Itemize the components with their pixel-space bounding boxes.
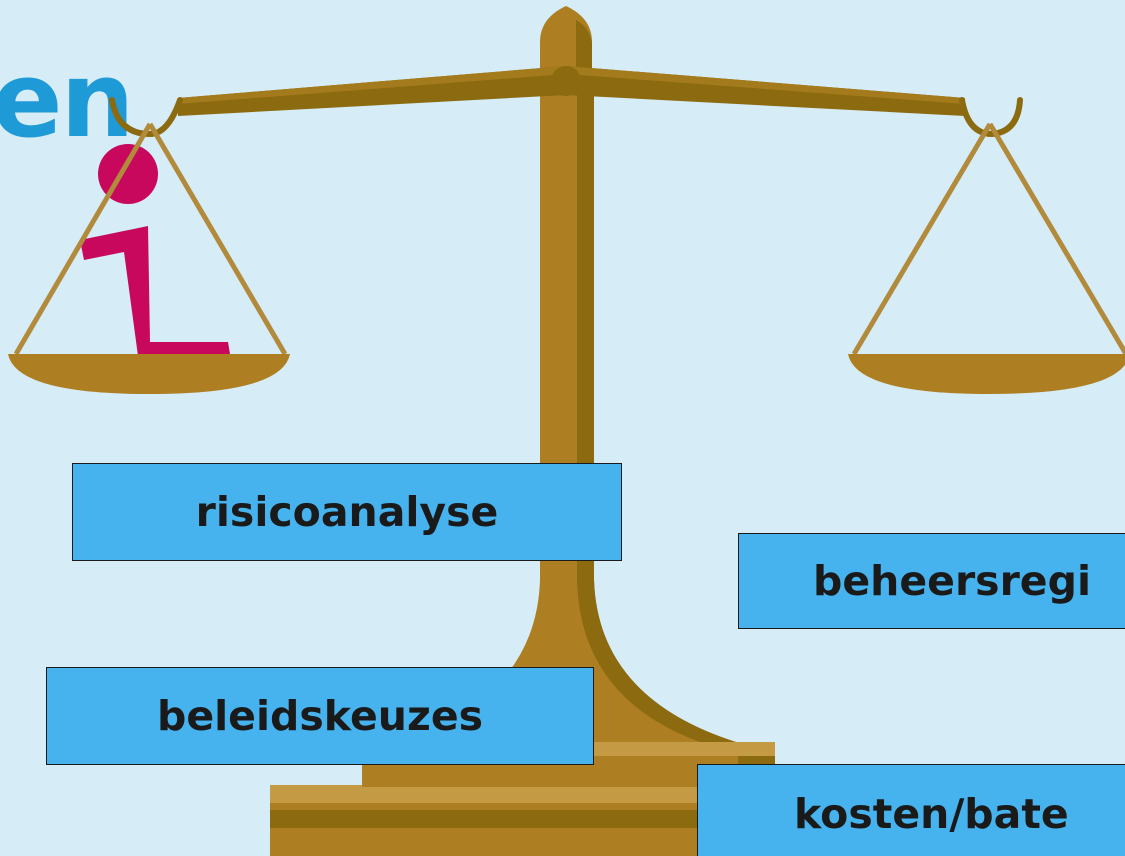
- left-pan-string-outer: [13, 122, 153, 356]
- label-kosten-baten: kosten/bate: [697, 764, 1125, 856]
- label-beheersregie: beheersregi: [738, 533, 1125, 629]
- right-hook: [959, 97, 1023, 138]
- label-risicoanalyse-text: risicoanalyse: [195, 488, 499, 536]
- label-beheersregie-text: beheersregi: [813, 557, 1092, 605]
- scale-pillar-tip-shade: [576, 20, 592, 72]
- scale-pillar-shadow: [577, 70, 736, 742]
- label-kosten-baten-text: kosten/bate: [794, 790, 1069, 838]
- left-hook: [109, 97, 183, 138]
- right-pan-string-inner: [851, 122, 993, 356]
- label-beleidskeuzes: beleidskeuzes: [46, 667, 594, 765]
- label-beleidskeuzes-text: beleidskeuzes: [156, 692, 484, 740]
- info-icon: [80, 144, 230, 356]
- right-pan: [848, 354, 1125, 394]
- right-pan-string-outer: [987, 122, 1125, 356]
- left-pan-string-inner: [147, 122, 288, 356]
- scale-pillar: [398, 70, 736, 742]
- scale-pivot: [551, 66, 581, 96]
- label-risicoanalyse: risicoanalyse: [72, 463, 622, 561]
- scale-base-top-edge: [270, 785, 698, 803]
- scale-base-stripe: [270, 810, 698, 828]
- left-pan: [8, 354, 290, 394]
